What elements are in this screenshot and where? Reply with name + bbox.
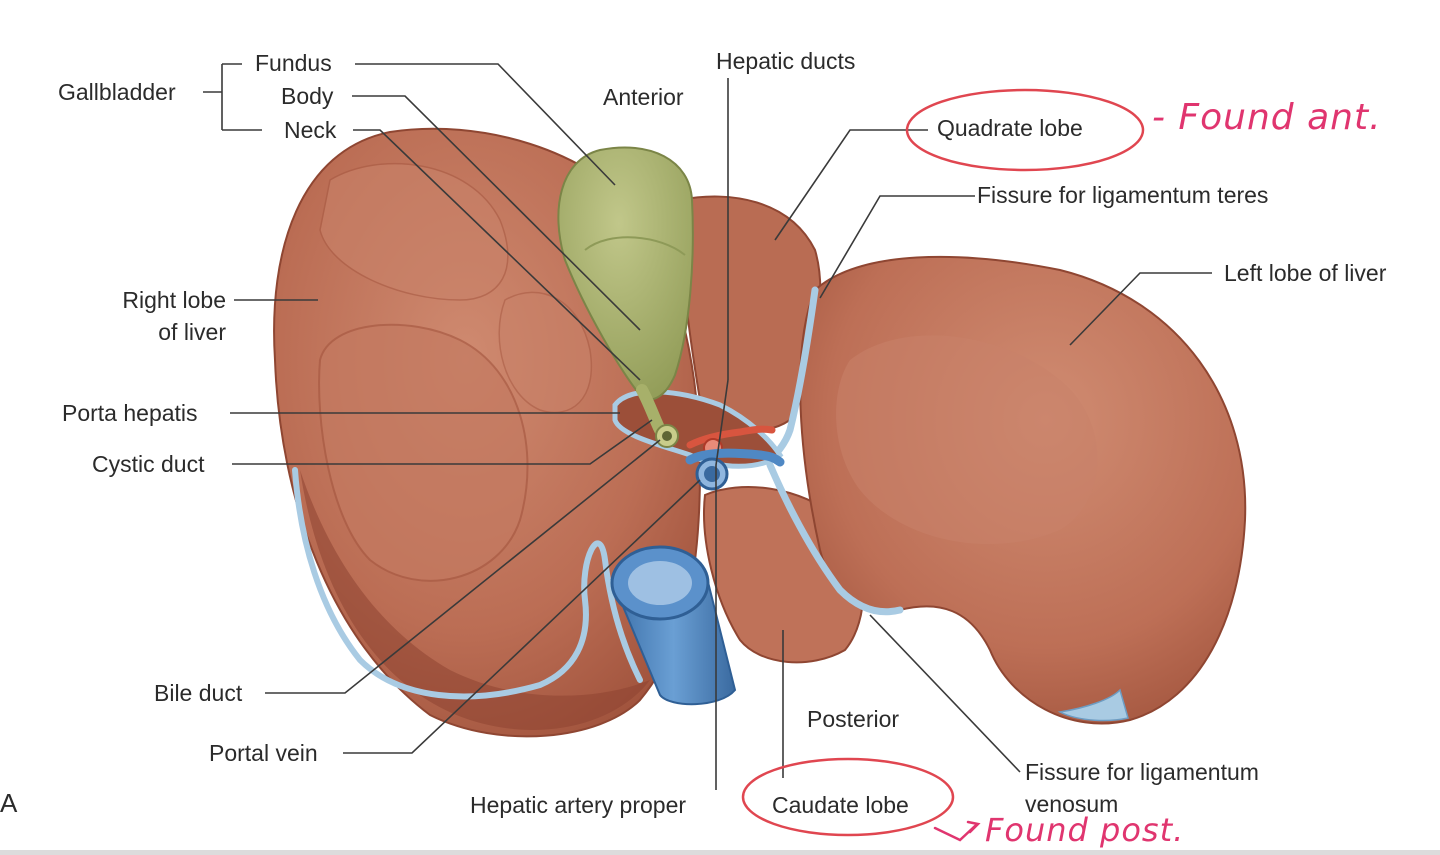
right-lobe-border-ligament <box>292 467 643 700</box>
label-posterior: Posterior <box>807 706 900 732</box>
caudate-arrow-icon <box>933 820 981 842</box>
label-porta-hepatis: Porta hepatis <box>62 400 198 426</box>
label-anterior: Anterior <box>603 84 684 110</box>
label-hepatic-artery-proper: Hepatic artery proper <box>470 792 687 818</box>
caudate-annotation: Found post. <box>985 811 1185 849</box>
fissure-teres-leader <box>819 195 975 299</box>
quadrate-lobe-circle <box>905 88 1145 172</box>
hepatic-artery-leader <box>715 379 729 790</box>
portal-vein-branches <box>685 448 785 467</box>
gallbladder-shape <box>557 146 694 401</box>
label-fissure-ligamentum-teres: Fissure for ligamentum teres <box>977 182 1269 208</box>
label-cystic-duct: Cystic duct <box>92 451 205 477</box>
portal-vein-leader <box>343 479 701 754</box>
fundus-leader <box>355 63 616 186</box>
quadrate-lobe-leader <box>774 129 928 241</box>
label-right-lobe-line2: of liver <box>158 319 226 345</box>
fissure-ligamentum-venosum <box>766 461 904 616</box>
label-right-lobe-line1: Right lobe <box>122 287 226 313</box>
panel-letter: A <box>0 788 18 818</box>
neck-leader <box>353 129 641 381</box>
gallbladder-fold <box>584 236 686 256</box>
ivc-opening-inner <box>628 561 692 605</box>
label-left-lobe: Left lobe of liver <box>1224 260 1387 286</box>
leader-lines <box>203 63 1212 790</box>
bile-duct-lumen-inner <box>662 431 672 441</box>
label-body: Body <box>281 83 334 109</box>
label-bile-duct: Bile duct <box>154 680 243 706</box>
quadrate-annotation: - Found ant. <box>1152 97 1382 138</box>
bottom-divider <box>0 850 1440 855</box>
left-lobe-highlight <box>836 335 1098 545</box>
cystic-duct-leader <box>232 419 653 465</box>
hepatic-artery-shape <box>686 425 776 449</box>
left-lobe-tip-ligament <box>1057 688 1129 722</box>
label-gallbladder: Gallbladder <box>58 79 176 105</box>
label-portal-vein: Portal vein <box>209 740 318 766</box>
left-lobe-leader <box>1069 272 1212 346</box>
label-hepatic-ducts: Hepatic ducts <box>716 48 856 74</box>
label-fissure-ligamentum-venosum-line2: venosum <box>1025 791 1119 817</box>
right-lobe-underside <box>300 470 650 731</box>
body-leader <box>352 95 641 331</box>
caudate-lobe-circle <box>741 757 955 837</box>
bile-duct-leader <box>265 439 661 694</box>
label-fissure-ligamentum-venosum-line1: Fissure for ligamentum <box>1025 759 1259 785</box>
portal-vein-lumen-inner <box>704 466 720 482</box>
label-neck: Neck <box>284 117 337 143</box>
label-caudate-lobe: Caudate lobe <box>772 792 909 818</box>
label-fundus: Fundus <box>255 50 332 76</box>
label-quadrate-lobe: Quadrate lobe <box>937 115 1083 141</box>
renal-impression <box>318 323 529 582</box>
fissure-venosum-leader <box>869 614 1021 773</box>
gallbladder-bracket <box>203 63 262 131</box>
